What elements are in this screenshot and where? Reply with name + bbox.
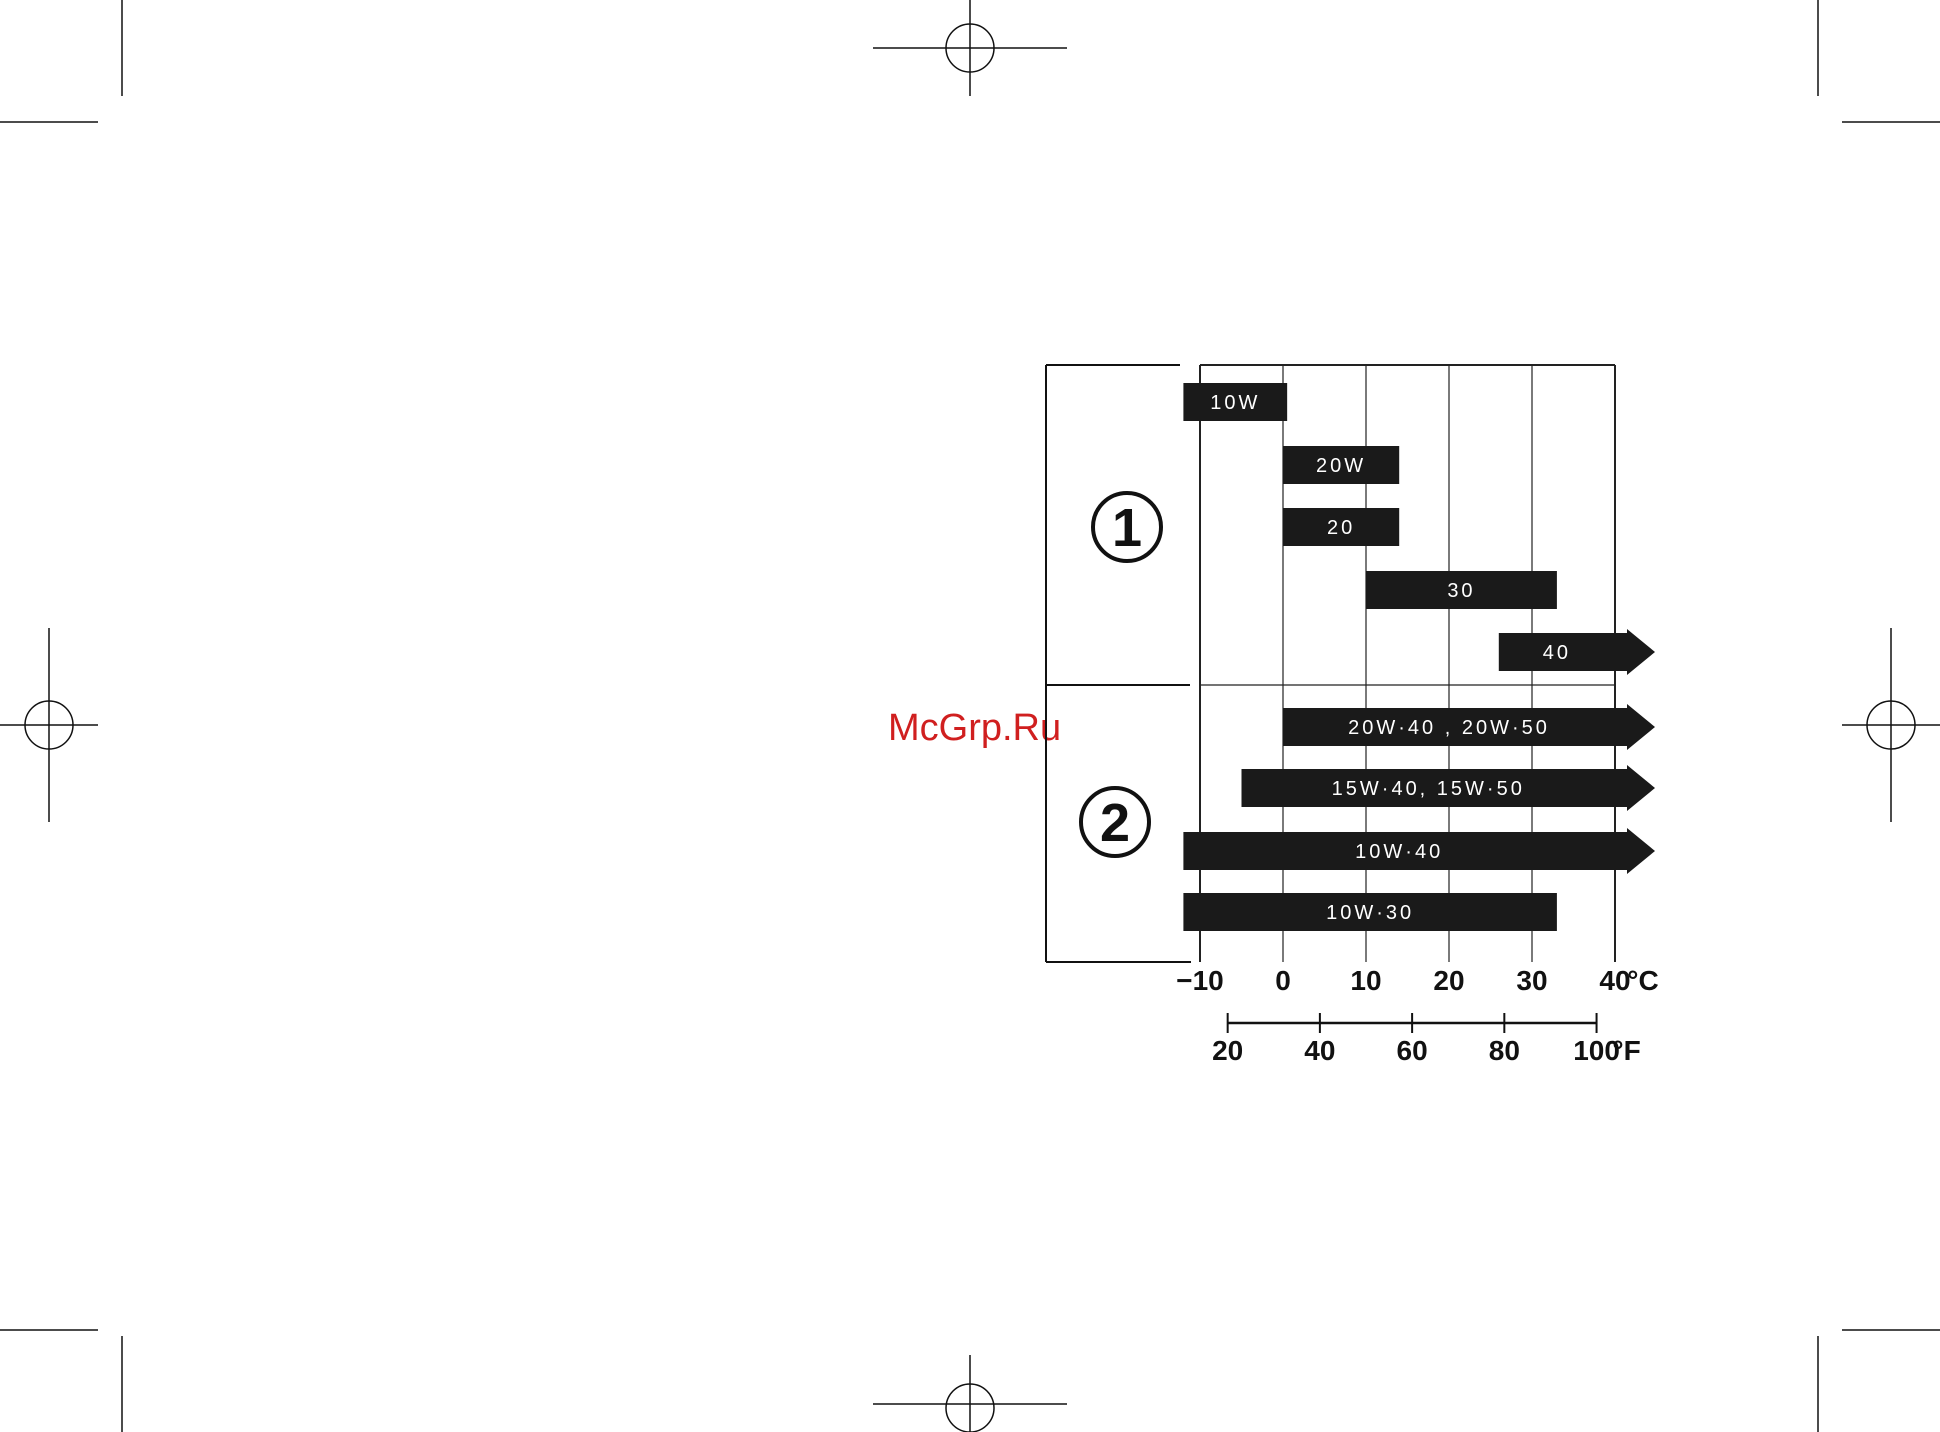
bar-label: 10W xyxy=(1210,392,1260,414)
fahrenheit-unit-label: °F xyxy=(1612,1035,1640,1066)
chart-frame xyxy=(1046,365,1191,962)
bar-1-2: 10W·40 xyxy=(1183,828,1655,874)
bar-0-1: 20W xyxy=(1283,446,1399,484)
registration-mark-top xyxy=(873,0,1067,96)
celsius-tick-label: 20 xyxy=(1433,965,1464,996)
fahrenheit-tick-label: 80 xyxy=(1489,1035,1520,1066)
fahrenheit-tick-label: 60 xyxy=(1397,1035,1428,1066)
bar-label: 10W·40 xyxy=(1355,841,1443,863)
bar-label: 20W·40 , 20W·50 xyxy=(1348,717,1550,739)
celsius-tick-label: 30 xyxy=(1516,965,1547,996)
fahrenheit-tick-label: 40 xyxy=(1304,1035,1335,1066)
bar-1-0: 20W·40 , 20W·50 xyxy=(1283,704,1655,750)
bar-label: 20W xyxy=(1316,455,1366,477)
group-2-marker: 2 xyxy=(1081,788,1149,856)
bar-shape xyxy=(1499,629,1655,675)
registration-mark-left xyxy=(0,628,98,822)
bar-0-4: 40 xyxy=(1499,629,1655,675)
bar-label: 40 xyxy=(1543,642,1571,664)
registration-mark-right xyxy=(1842,628,1940,822)
registration-mark-bottom xyxy=(873,1355,1067,1432)
bar-1-1: 15W·40, 15W·50 xyxy=(1242,765,1656,811)
bar-0-2: 20 xyxy=(1283,508,1399,546)
celsius-axis: −10 0 10 20 30 40°C xyxy=(1176,965,1658,996)
group-1-marker: 1 xyxy=(1093,493,1161,561)
celsius-tick-label: 0 xyxy=(1275,965,1291,996)
bar-label: 30 xyxy=(1447,580,1475,602)
group-2-label: 2 xyxy=(1100,793,1130,853)
bar-0-3: 30 xyxy=(1366,571,1557,609)
celsius-tick-label: −10 xyxy=(1176,965,1224,996)
bar-label: 20 xyxy=(1327,517,1355,539)
watermark-text: McGrp.Ru xyxy=(888,707,1061,749)
chart-bars: 10W 20W 20 30 40 20W·40 , 20W·50 15W·40, 15W·5… xyxy=(1183,383,1655,931)
bar-0-0: 10W xyxy=(1183,383,1287,421)
celsius-tick-label: 10 xyxy=(1350,965,1381,996)
group-1-label: 1 xyxy=(1112,498,1142,558)
celsius-tick-label: 40 xyxy=(1599,965,1630,996)
bar-label: 15W·40, 15W·50 xyxy=(1332,778,1525,800)
bar-1-3: 10W·30 xyxy=(1183,893,1557,931)
fahrenheit-tick-label: 20 xyxy=(1212,1035,1243,1066)
bar-label: 10W·30 xyxy=(1326,902,1414,924)
celsius-unit-label: °C xyxy=(1627,965,1658,996)
